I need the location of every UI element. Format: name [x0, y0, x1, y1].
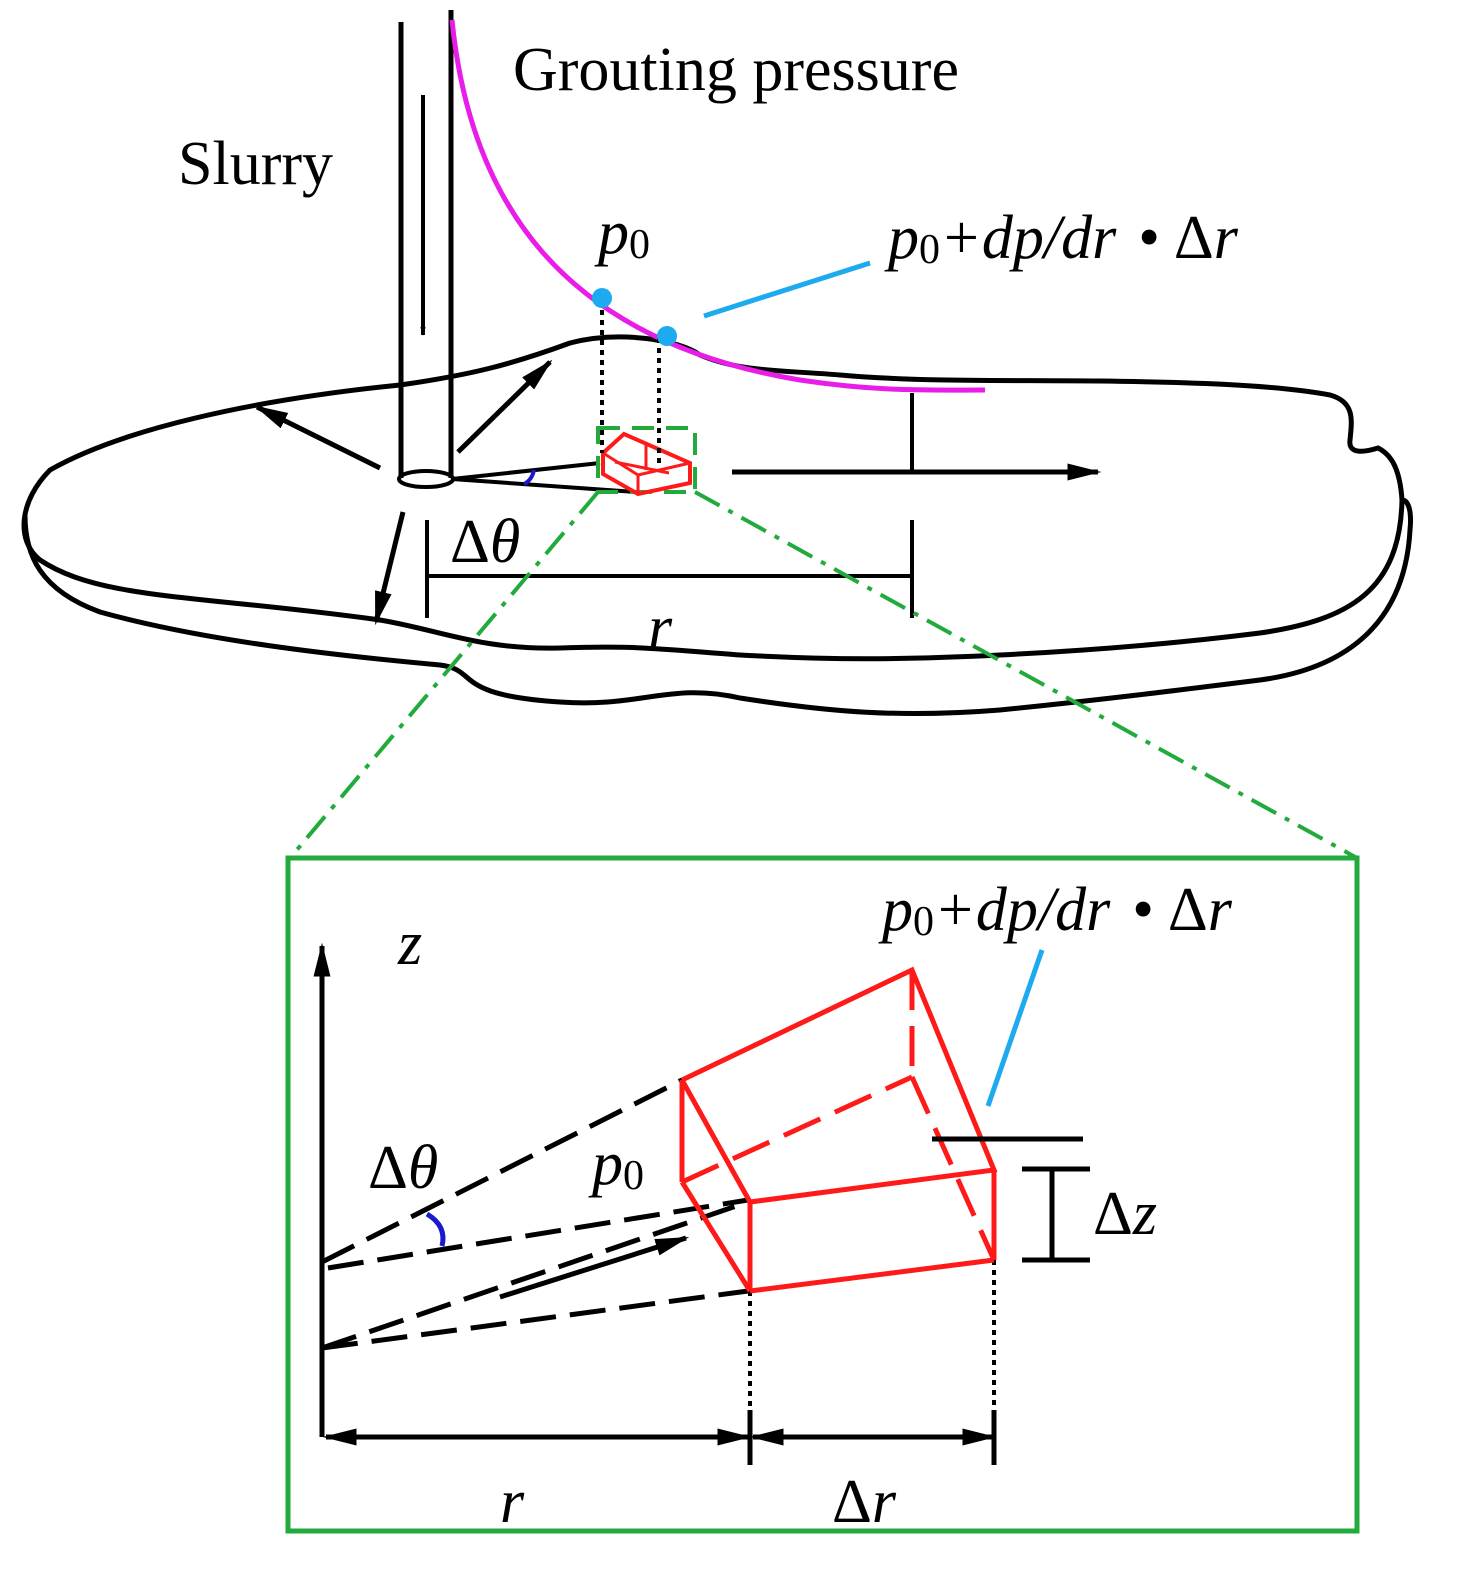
layer-bottom-edge [22, 497, 1413, 717]
zoom-detail-panel [285, 855, 1360, 1534]
leader-line-top [703, 260, 871, 319]
p0-label-top: p0 [594, 199, 650, 268]
sector-line-lower [451, 477, 637, 494]
pressure-curve [449, 19, 986, 393]
leader-line-detail [985, 949, 1045, 1107]
slurry-label: Slurry [178, 130, 333, 198]
slurry-layer [21, 10, 1413, 717]
top-angle-arc [523, 469, 536, 486]
r-label-top: r [648, 594, 673, 662]
pipe-base [397, 469, 455, 489]
detail-flow-arrow [499, 1235, 690, 1300]
sector-line-upper [451, 461, 601, 481]
grouting-pressure-label: Grouting pressure [513, 36, 959, 104]
z-axis-label: z [397, 910, 422, 978]
soil-element [679, 966, 998, 1294]
delta-theta-label-top: Δθ [450, 508, 520, 576]
r-label-detail: r [500, 1468, 525, 1536]
flow-arrow-upright [456, 359, 553, 454]
flow-arrow-down [373, 511, 406, 626]
delta-theta-label-detail: Δθ [368, 1134, 438, 1202]
pressure-point-p0 [592, 288, 612, 308]
pressure-increment-label-detail: p0+dp/dr•Δr [878, 876, 1233, 945]
flow-arrow-left [253, 404, 382, 471]
zoom-connector-right [694, 490, 1358, 860]
detail-angle-arc [425, 1211, 446, 1247]
zoom-frame [285, 855, 1360, 1534]
p0-label-detail: p0 [588, 1130, 644, 1199]
zoom-connector-left [288, 490, 600, 860]
pressure-curve-group [449, 19, 986, 465]
delta-z-label: Δz [1093, 1180, 1157, 1248]
zoom-connectors [288, 490, 1358, 860]
small-element [596, 426, 697, 497]
layer-top-surface [21, 334, 1405, 662]
pressure-increment-label-top: p0+dp/dr•Δr [884, 204, 1239, 273]
pressure-point-p1 [657, 326, 677, 346]
delta-r-label-detail: Δr [832, 1468, 897, 1536]
